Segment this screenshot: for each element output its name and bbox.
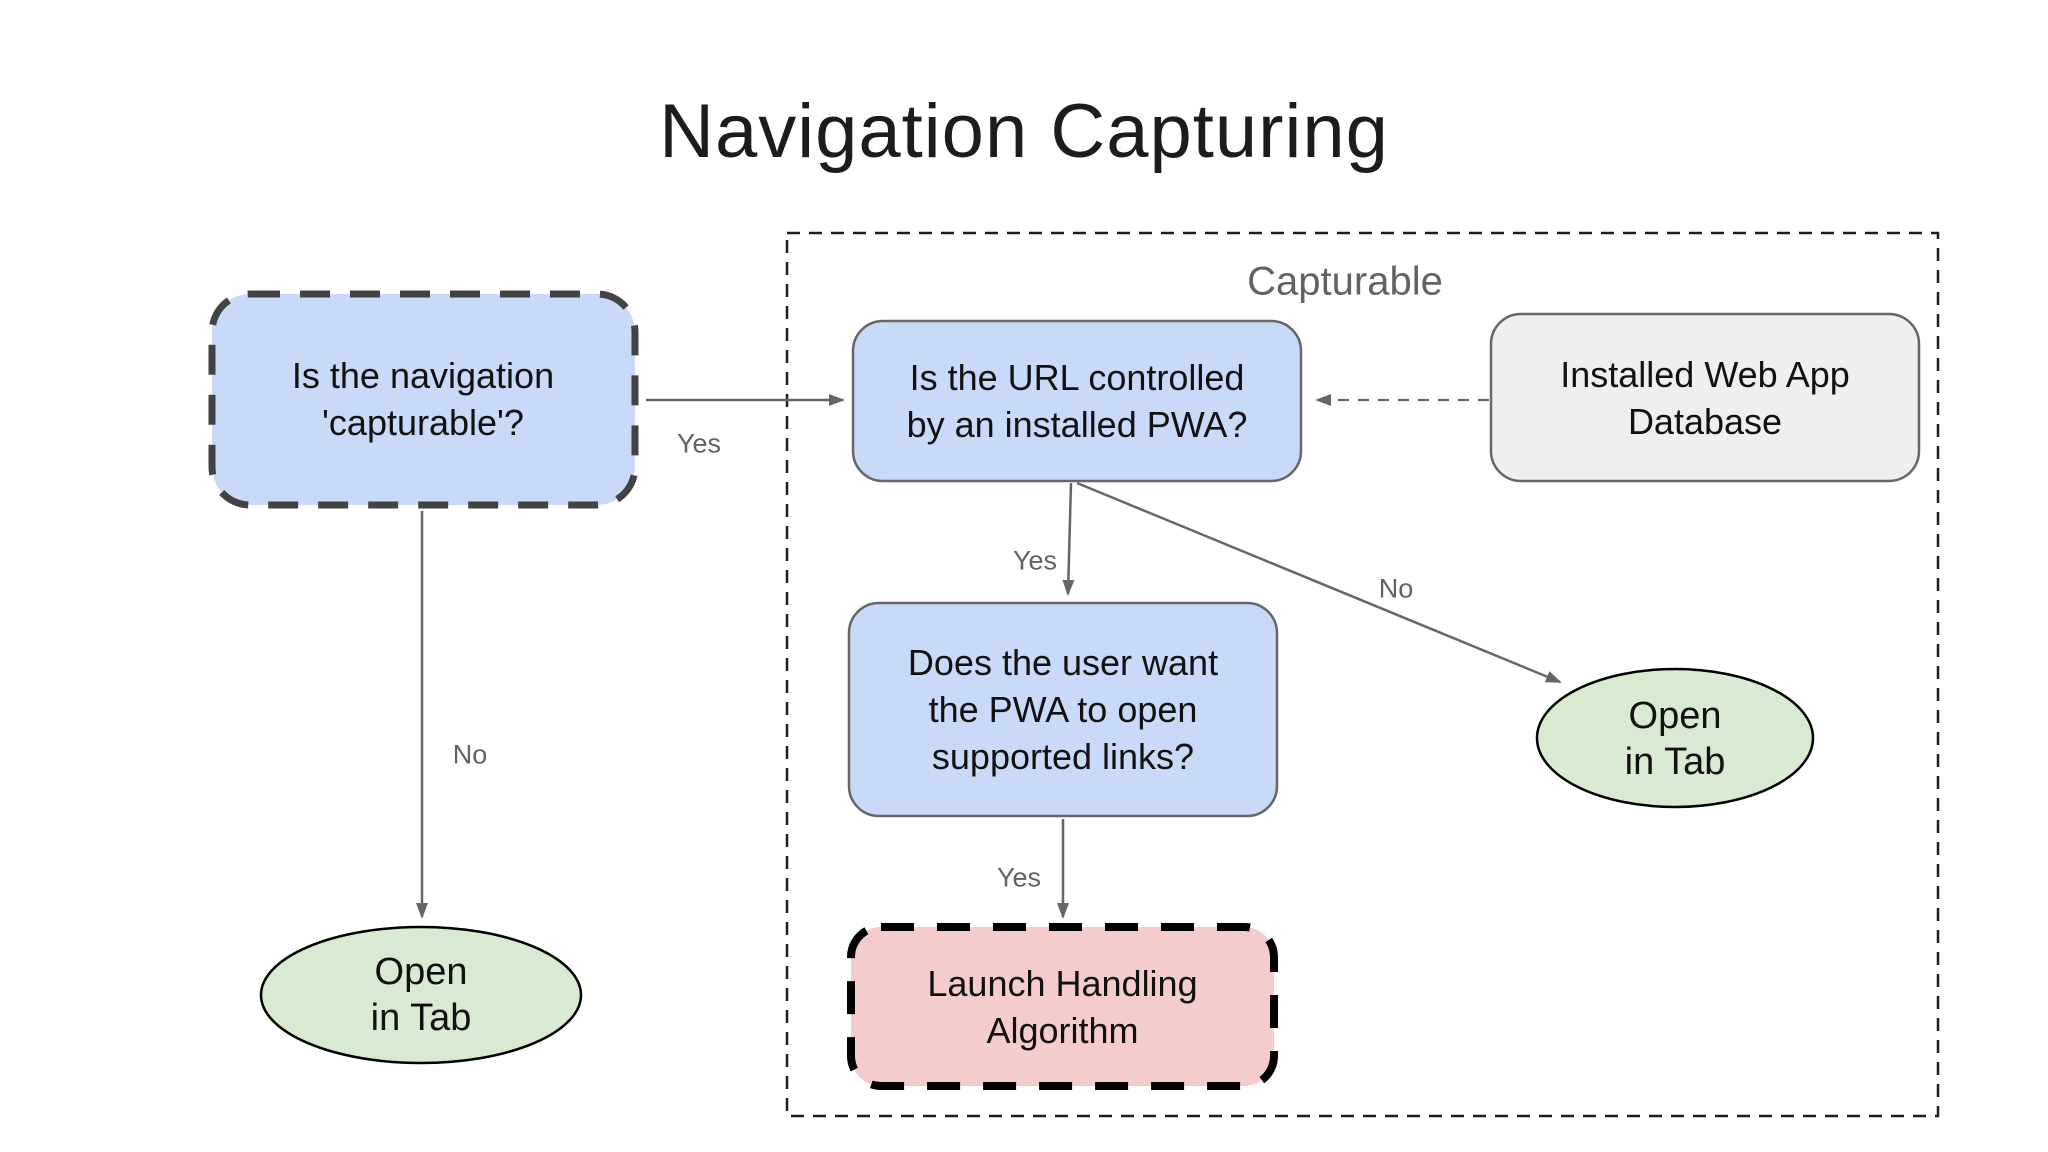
- edge-label-user-yes: Yes: [996, 862, 1042, 893]
- node-nav-capturable: Is the navigation 'capturable'?: [291, 355, 555, 443]
- edge-url-no: [1076, 481, 1562, 684]
- edge-label-nav-no: No: [452, 739, 488, 770]
- node-url-controlled-shape: [851, 319, 1303, 483]
- edge-label-url-yes: Yes: [1012, 545, 1058, 576]
- capturable-group-border: [785, 231, 1940, 1118]
- node-launch-handling-shape: [847, 923, 1278, 1090]
- node-installed-db-shape: [1489, 312, 1921, 483]
- node-open-in-tab-left-shape: [259, 925, 583, 1065]
- capturable-group-label: Capturable: [1247, 259, 1443, 304]
- node-open-in-tab-right: Open in Tab: [1624, 694, 1726, 783]
- node-launch-handling: Launch Handling Algorithm: [927, 962, 1198, 1051]
- edge-url-yes: [1062, 482, 1075, 596]
- node-user-wants-shape: [847, 601, 1279, 818]
- node-url-controlled: Is the URL controlled by an installed PW…: [906, 357, 1248, 445]
- node-nav-capturable-shape: [208, 290, 639, 509]
- edge-label-nav-yes: Yes: [676, 428, 722, 459]
- node-open-in-tab-left: Open in Tab: [370, 951, 472, 1039]
- edge-label-url-no: No: [1378, 573, 1414, 604]
- node-user-wants: Does the user want the PWA to open suppo…: [907, 642, 1219, 777]
- node-installed-db: Installed Web App Database: [1560, 353, 1850, 442]
- node-open-in-tab-right-shape: [1535, 667, 1815, 809]
- page-title: Navigation Capturing: [659, 89, 1389, 174]
